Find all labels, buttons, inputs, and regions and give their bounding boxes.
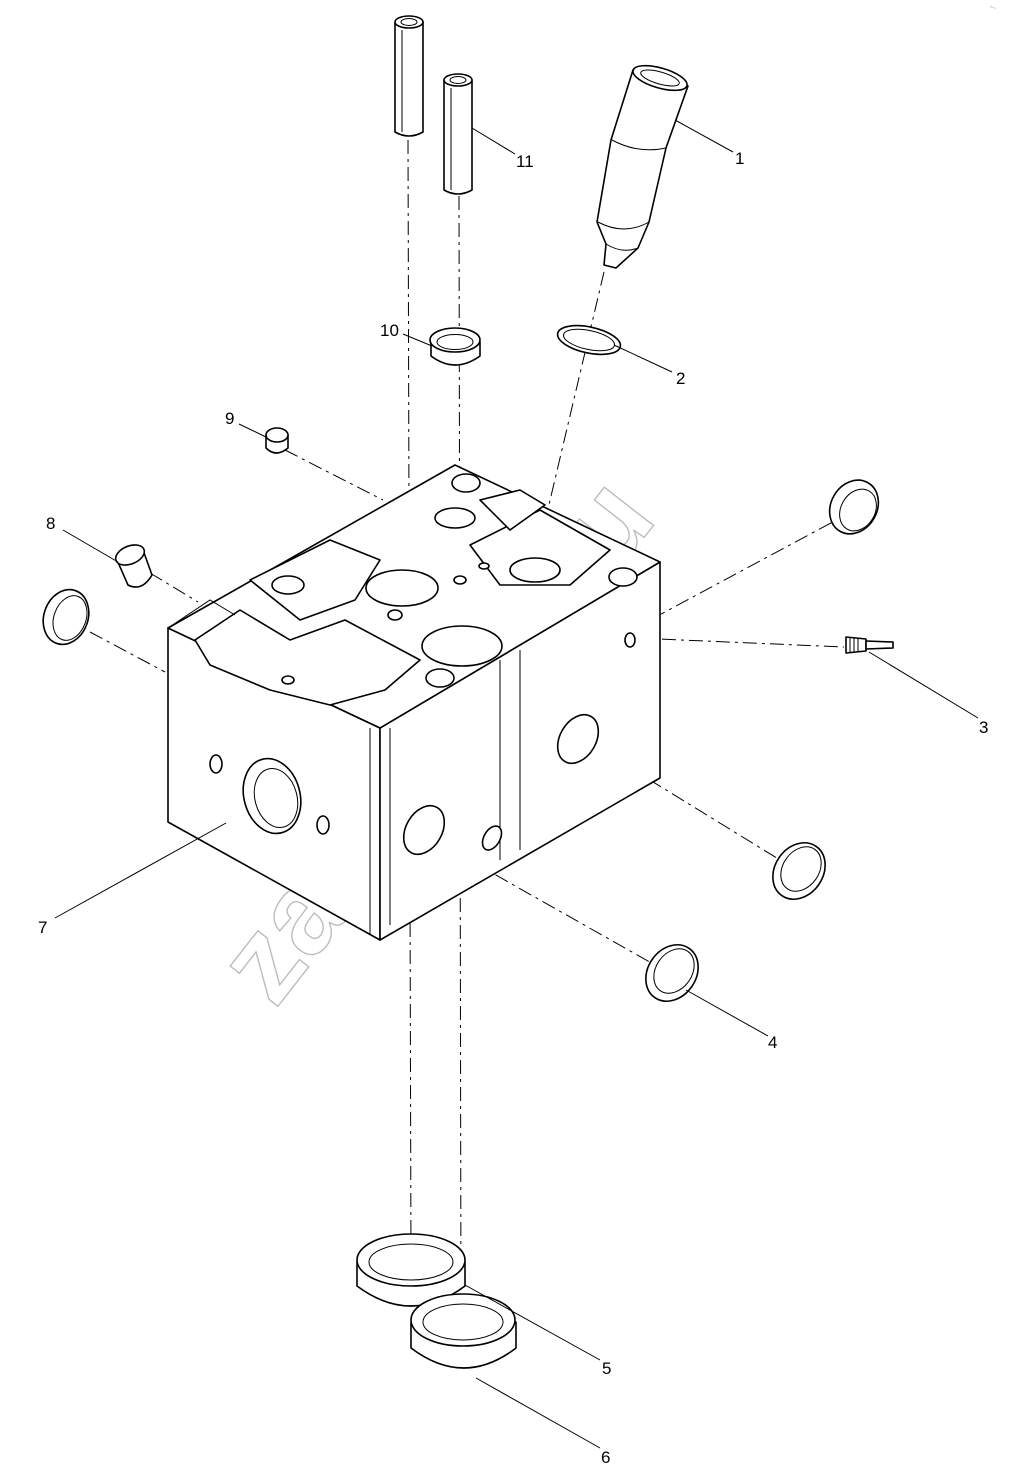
cylinder-head (167, 464, 661, 941)
callout-1: 1 (735, 149, 744, 168)
large-seat-ring-5 (356, 1233, 466, 1307)
callout-11: 11 (516, 152, 534, 171)
plug-8 (114, 544, 153, 588)
cup-plug-left (42, 588, 90, 646)
injector-sleeve (596, 64, 689, 269)
assembly-axes (89, 139, 856, 1321)
seat-ring-upper-right (772, 842, 826, 900)
small-seat-ring (429, 327, 481, 366)
guide-sleeve-left (394, 15, 424, 137)
callout-10: 10 (380, 321, 399, 340)
sealing-ring (556, 324, 622, 356)
callout-6: 6 (601, 1448, 610, 1467)
callout-9: 9 (225, 409, 234, 428)
seat-ring-lower-right (645, 944, 699, 1002)
small-plug (265, 427, 289, 454)
callout-5: 5 (602, 1359, 611, 1378)
threaded-pin (845, 636, 894, 654)
callout-2: 2 (676, 369, 685, 388)
corner-mark: ^~ (990, 6, 997, 12)
cup-plug-right (828, 479, 880, 535)
callout-8: 8 (46, 514, 55, 533)
leader-lines (54, 119, 979, 1449)
large-seat-ring-6 (410, 1293, 517, 1369)
callout-4: 4 (768, 1033, 777, 1052)
callouts: 1 2 3 4 5 6 7 8 9 10 11 (38, 149, 988, 1467)
guide-sleeve-right (443, 73, 473, 195)
callout-7: 7 (38, 918, 47, 937)
callout-3: 3 (979, 718, 988, 737)
